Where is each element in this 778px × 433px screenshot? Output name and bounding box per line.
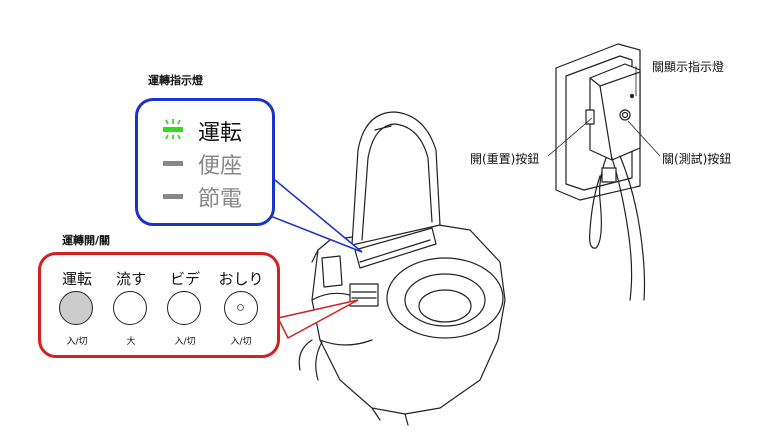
button-label-bidet: ビデ (169, 270, 200, 288)
indicator-label-operation: 運転 (198, 121, 243, 146)
indicator-bar (163, 161, 183, 166)
indicator-title: 運轉指示燈 (148, 74, 203, 87)
button-label-operation: 運転 (61, 270, 92, 288)
button-sub-bidet: 入/切 (174, 337, 196, 347)
close-indicator-light-label: 關顯示指示燈 (652, 60, 725, 74)
button-sub-operation: 入/切 (66, 337, 88, 347)
indicator-label-seat: 便座 (198, 154, 243, 179)
indicator-panel (135, 98, 275, 226)
dot-icon (237, 304, 244, 311)
open-reset-button-label: 開(重置)按鈕 (470, 152, 540, 166)
button-sub-rear: 入/切 (230, 337, 252, 347)
indicator-bar (163, 194, 183, 199)
button-label-flush: 流す (115, 270, 146, 288)
operation-title: 運轉開/關 (62, 234, 111, 247)
rear-wash-button[interactable] (224, 291, 258, 325)
operation-button[interactable] (59, 291, 93, 325)
indicator-label-power-save: 節電 (198, 187, 243, 212)
button-sub-flush: 大 (126, 337, 136, 347)
indicator-light-icon (163, 119, 183, 140)
button-label-rear: おしり (218, 270, 264, 288)
close-test-button-label: 關(測試)按鈕 (662, 152, 732, 166)
bidet-button[interactable] (167, 291, 201, 325)
flush-button[interactable] (113, 291, 147, 325)
